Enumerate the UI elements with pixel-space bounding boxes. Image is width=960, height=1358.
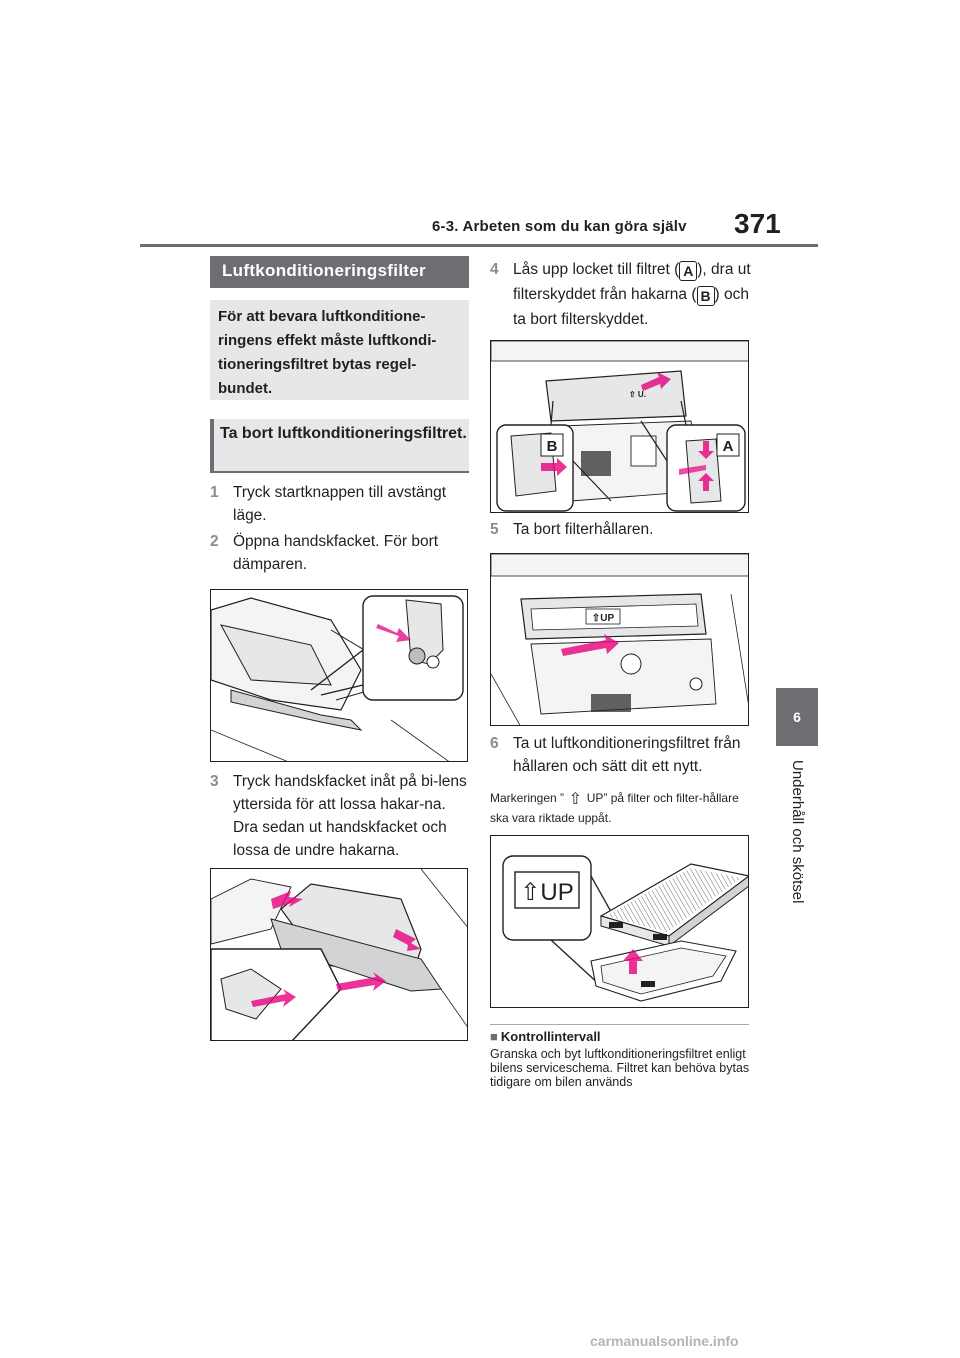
step-4: 4 Lås upp locket till filtret (A), dra u… [490,257,758,332]
filter-replacement-illustration: ⇧UP [490,835,749,1008]
step-2: 2 Öppna handskfacket. För bort dämparen. [210,530,472,576]
bullet-icon: ■ [490,1029,498,1044]
note-text: Markeringen ” [490,791,568,805]
step-text: Ta ut luftkonditioneringsfiltret från hå… [513,735,741,775]
step-number: 6 [490,735,499,752]
up-arrow-icon: ⇧ [568,791,583,808]
step-text: ) och ta bort filterskyddet. [513,286,749,328]
step-number: 5 [490,521,499,538]
step-6: 6 Ta ut luftkonditioneringsfiltret från … [490,732,752,778]
subheading: Ta bort luftkonditioneringsfiltret. [210,419,469,473]
glovebox-removal-illustration [210,868,468,1041]
filter-cover-drawing: B A ⇧ U. [491,341,748,512]
note-text: UP” på filter och filter-hållare ska var… [490,791,739,825]
filter-holder-illustration: ⇧UP [490,553,749,726]
page-number: 371 [734,208,781,239]
filter-cover-illustration: B A ⇧ U. [490,340,749,513]
intro-box: För att bevara luftkonditione-ringens ef… [210,300,469,400]
step-1: 1 Tryck startknappen till avstängt läge. [210,481,472,527]
filter-holder-drawing: ⇧UP [491,554,748,725]
damper-illustration [210,589,468,762]
section-heading: Luftkonditioneringsfilter [210,256,469,288]
step-number: 1 [210,484,219,501]
label-b-marker: B [696,286,715,306]
step-number: 3 [210,773,219,790]
filter-replacement-drawing: ⇧UP [502,855,748,1002]
section-title: 6-3. Arbeten som du kan göra själv [432,218,687,235]
callout-label-a: A [723,438,734,455]
header-divider [140,244,818,247]
step-3: 3 Tryck handskfacket inåt på bi-lens ytt… [210,770,472,862]
svg-text:⇧UP: ⇧UP [520,879,573,906]
step-5: 5 Ta bort filterhållaren. [490,518,752,541]
chapter-number: 6 [793,709,801,725]
step-text: Öppna handskfacket. För bort dämparen. [233,533,439,573]
up-marking-label: UP [540,879,573,906]
step-text: Tryck startknappen till avstängt läge. [233,484,447,524]
subsection-body: Granska och byt luftkonditioneringsfiltr… [490,1047,750,1089]
step-number: 4 [490,261,499,278]
chapter-tab[interactable]: 6 [776,688,818,746]
svg-text:⇧UP: ⇧UP [592,613,615,624]
subsection-divider [490,1024,749,1025]
step-text: Ta bort filterhållaren. [513,521,654,538]
orientation-note: Markeringen ” ⇧ UP” på filter och filter… [490,789,760,828]
glovebox-drawing [211,869,467,1040]
callout-label-b: B [547,438,558,455]
subsection-title: ■Kontrollintervall [490,1029,601,1044]
subsection-title-text: Kontrollintervall [500,1029,601,1044]
svg-text:⇧ U.: ⇧ U. [629,390,646,399]
step-number: 2 [210,533,219,550]
watermark: carmanualsonline.info [590,1333,739,1349]
damper-drawing [211,595,464,761]
step-text: Lås upp locket till filtret ( [513,261,680,278]
label-a-marker: A [679,261,698,281]
step-text: ), dra ut filterskyddet från hakarna ( [513,261,751,303]
step-text: Tryck handskfacket inåt på bi-lens ytter… [233,773,467,859]
chapter-title: Underhåll och skötsel [789,760,806,904]
